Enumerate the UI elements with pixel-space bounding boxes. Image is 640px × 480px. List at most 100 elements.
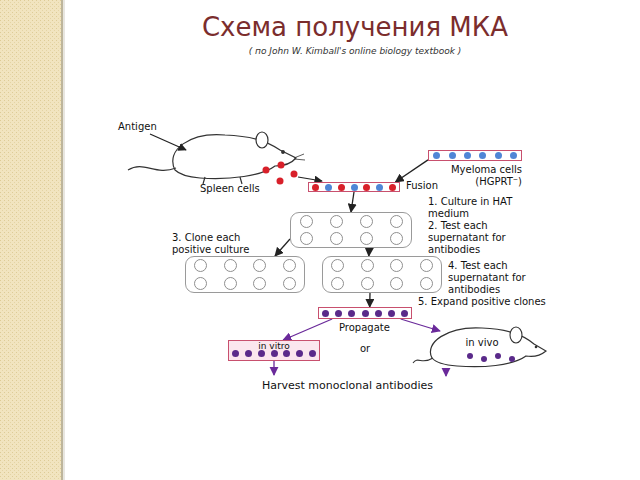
text-column: in vivo [456,337,508,349]
mouse-eye [535,346,538,349]
cell-dot [296,350,303,357]
annotation: Propagate [338,322,391,334]
cell-dot [322,310,329,317]
cell-strip [308,182,400,192]
plate-well [361,259,374,272]
cell-dot [245,350,252,357]
annotation: Harvest monoclonal antibodies [262,379,433,392]
harvest-arrow [273,361,274,375]
plate-well [331,277,344,290]
step-text: 4. Test each supernatant for antibodies [448,260,536,296]
fusion-strip: Fusion [308,180,456,192]
cell-dot [362,310,369,317]
flow-arrow [395,160,428,182]
plate-well [331,259,344,272]
slide-title: Схема получения МКА [70,12,640,42]
plate-well [283,259,296,272]
plate-well [283,277,296,290]
cell-dot [479,152,486,159]
plate-well [390,259,403,272]
antibody-cell [467,353,473,359]
antibody-cell [495,353,501,359]
plate-well [361,277,374,290]
step-text: 5. Expand positive clones [418,296,558,308]
step-text: in vivo [456,337,508,349]
annotation: Spleen cells [200,183,260,195]
plate-well [360,215,373,228]
mouse-body [430,328,546,367]
text-column: 4. Test each supernatant for antibodies [448,260,536,296]
text-column: 1. Culture in HAT medium2. Test each sup… [428,196,524,256]
harvest-arrow [445,368,446,376]
text-column: Fusion [406,180,456,192]
mouse-tail [413,358,433,363]
host-mouse: in vivo [412,318,552,370]
test-plate: 4. Test each supernatant for antibodies [322,256,536,296]
cell-dot [363,184,370,191]
plate-well [224,277,237,290]
step-text: Myeloma cells (HGPRT⁻) [425,164,522,188]
well-plate [290,212,412,248]
step-text: in vitro [228,341,320,352]
cell-dot [338,184,345,191]
mouse-ear [510,327,522,343]
cell-dot [510,152,517,159]
step-text: 3. Clone each positive culture [172,232,264,256]
plate-well [194,259,207,272]
cell-dot [464,152,471,159]
plate-well [420,259,433,272]
plate-well [194,277,207,290]
flow-arrow [351,192,354,212]
in-vitro-culture: in vitro [228,340,320,361]
plate-well [330,215,343,228]
cell-dot [348,310,355,317]
cell-dot [376,184,383,191]
well-plate [322,256,442,293]
mouse-figure [128,132,305,184]
cell-dot [312,184,319,191]
cell-strip [318,307,412,319]
plate-well [390,277,403,290]
side-band-edge [61,0,63,480]
text-column: Myeloma cells (HGPRT⁻) [425,164,522,188]
culture-plate: 1. Culture in HAT medium2. Test each sup… [290,196,524,256]
flow-arrow [401,319,440,331]
cell-dot [335,310,342,317]
text-column: 3. Clone each positive culture [172,232,264,256]
side-band [0,0,61,480]
clone-plate: 3. Clone each positive culture [172,232,305,293]
cell-dot [495,152,502,159]
myeloma-strip: Myeloma cells (HGPRT⁻) [425,148,522,188]
plate-well [390,232,403,245]
text-column: in vitro [228,341,320,352]
cell-dot [232,350,239,357]
flow-arrow [283,319,332,340]
side-band-shadow [63,0,65,480]
cell-dot [309,350,316,357]
cell-dot [375,310,382,317]
plate-well [300,215,313,228]
antibody-cell [481,356,487,362]
spleen-arrow [298,177,322,181]
annotation: Antigen [118,121,157,133]
cell-dot [388,310,395,317]
cell-dot [401,310,408,317]
text-column: 5. Expand positive clones [418,296,558,308]
well-plate [185,256,305,293]
plate-well [253,259,266,272]
annotation: or [359,343,371,355]
cell-dot [325,184,332,191]
plate-well [224,259,237,272]
spleen-cells [263,162,298,185]
flow-arrow [369,293,371,307]
cell-dot [433,152,440,159]
cell-strip [428,150,522,161]
plate-well [420,277,433,290]
step-text: Fusion [406,180,456,192]
flow-arrow [368,248,370,256]
plate-well [300,232,313,245]
injection-arrow [150,134,186,150]
expand-strip: 5. Expand positive clones [318,296,558,319]
cell-dot [389,184,396,191]
